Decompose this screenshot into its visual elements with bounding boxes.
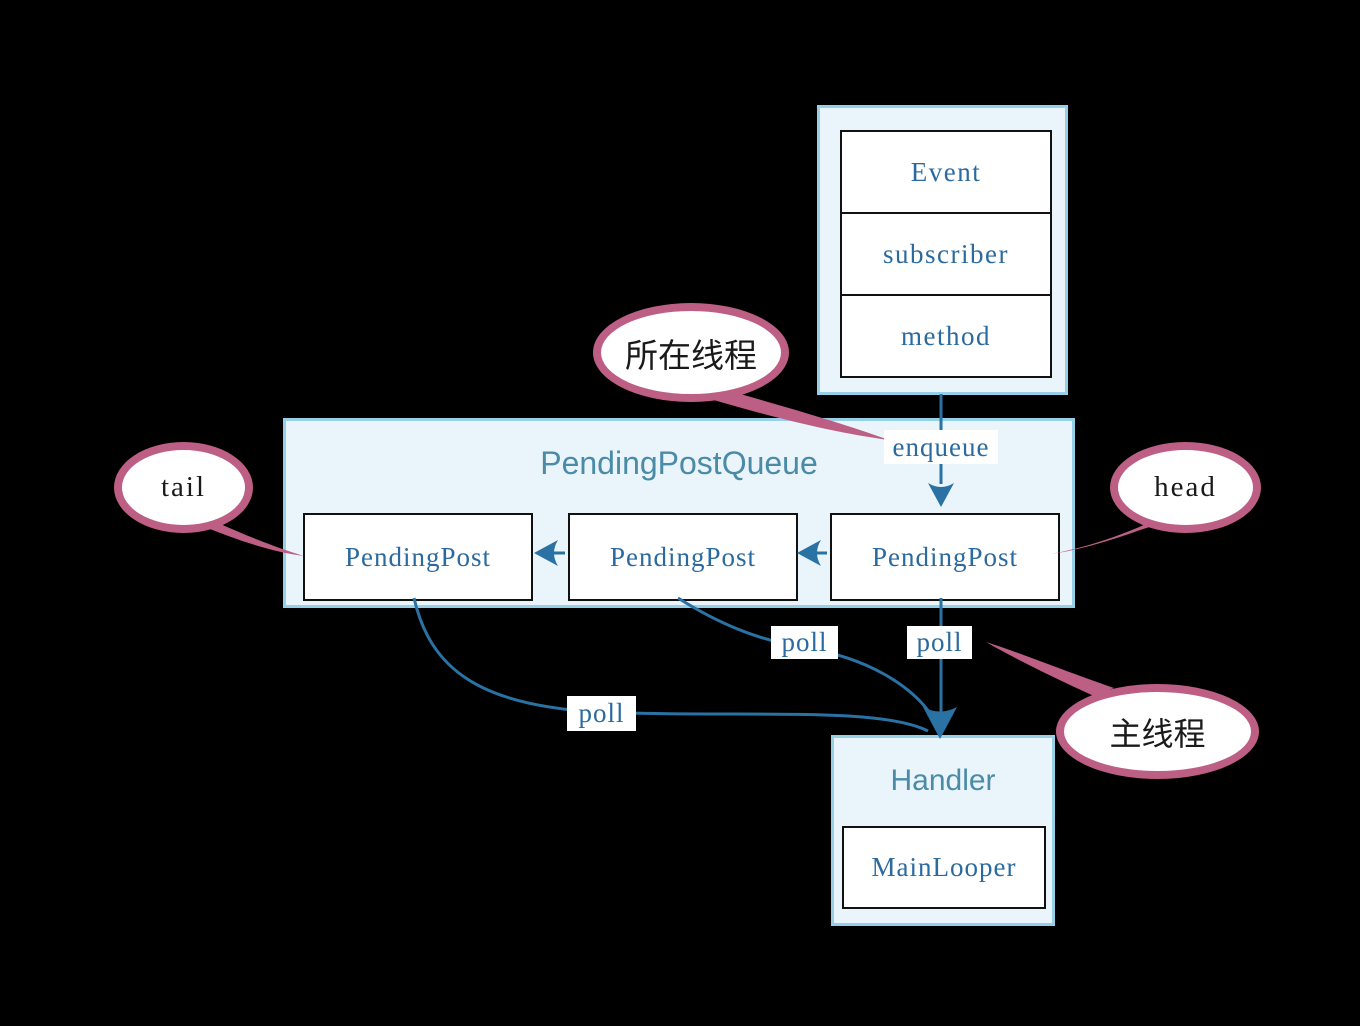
head-bubble: head	[1110, 442, 1261, 533]
event-field-method: method	[842, 294, 1050, 376]
poll-label-left: poll	[567, 696, 636, 731]
tail-bubble: tail	[114, 442, 253, 533]
handler-group: Handler MainLooper	[831, 735, 1055, 926]
pending-post-queue-title: PendingPostQueue	[540, 445, 818, 481]
origin-thread-bubble: 所在线程	[593, 303, 789, 402]
event-field-event: Event	[910, 156, 982, 187]
handler-title: Handler	[890, 764, 996, 797]
event-struct-box: Event subscriber method	[840, 130, 1052, 378]
event-field-subscriber: subscriber	[842, 212, 1050, 294]
main-thread-bubble: 主线程	[1056, 684, 1259, 779]
enqueue-label: enqueue	[884, 430, 998, 464]
event-group: Event subscriber method	[817, 105, 1068, 395]
pending-post-node-tail: PendingPost	[303, 513, 533, 601]
main-looper-node: MainLooper	[842, 826, 1046, 909]
poll-label-middle: poll	[771, 626, 838, 659]
poll-curve-left	[412, 597, 929, 733]
poll-label-right: poll	[907, 626, 972, 659]
pending-post-node-middle: PendingPost	[568, 513, 798, 601]
pending-post-node-head: PendingPost	[830, 513, 1060, 601]
main-thread-bubble-tail-icon	[986, 642, 1114, 696]
